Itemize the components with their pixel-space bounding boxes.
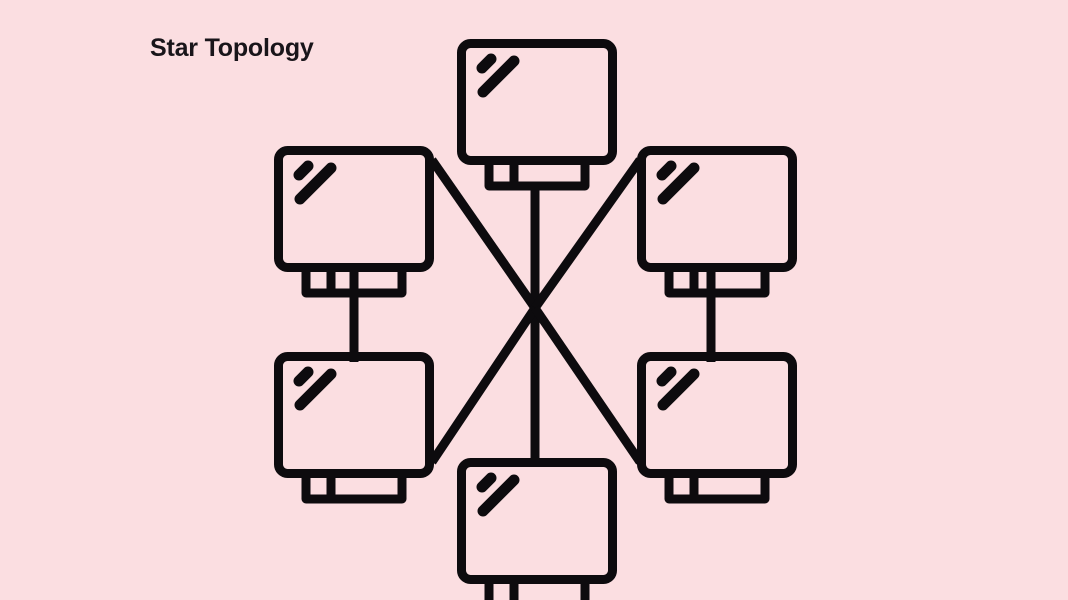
node-top-left[interactable] xyxy=(279,151,430,294)
monitor-icon xyxy=(462,463,613,600)
node-top[interactable] xyxy=(462,44,613,187)
monitor-icon xyxy=(462,44,613,187)
topology-links xyxy=(349,157,716,465)
node-bottom-right[interactable] xyxy=(642,357,793,500)
node-bottom-left[interactable] xyxy=(279,357,430,500)
node-bottom[interactable] xyxy=(462,463,613,600)
link-hub-bottom-right xyxy=(531,305,644,465)
node-top-right[interactable] xyxy=(642,151,793,294)
monitor-icon xyxy=(642,357,793,500)
page-title: Star Topology xyxy=(150,34,314,62)
link-hub-bottom-left xyxy=(428,305,539,465)
monitor-icon xyxy=(279,151,430,294)
monitor-icon xyxy=(279,357,430,500)
link-hub-top-right xyxy=(531,157,644,311)
monitor-icon xyxy=(642,151,793,294)
link-hub-top-left xyxy=(428,157,539,311)
